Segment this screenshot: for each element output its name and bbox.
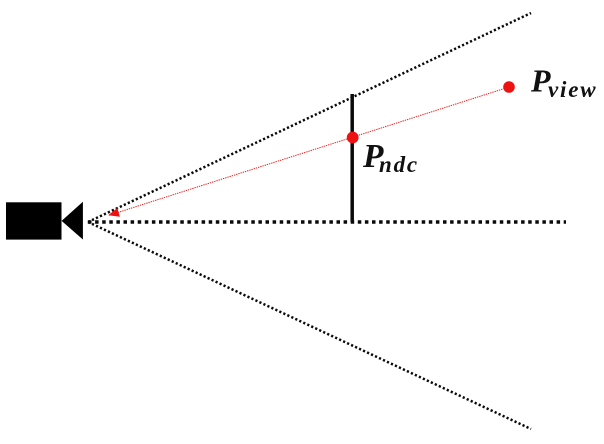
svg-text:P: P	[530, 62, 551, 98]
svg-text:P: P	[362, 138, 384, 175]
svg-text:ndc: ndc	[379, 152, 419, 177]
svg-text:view: view	[548, 77, 597, 102]
